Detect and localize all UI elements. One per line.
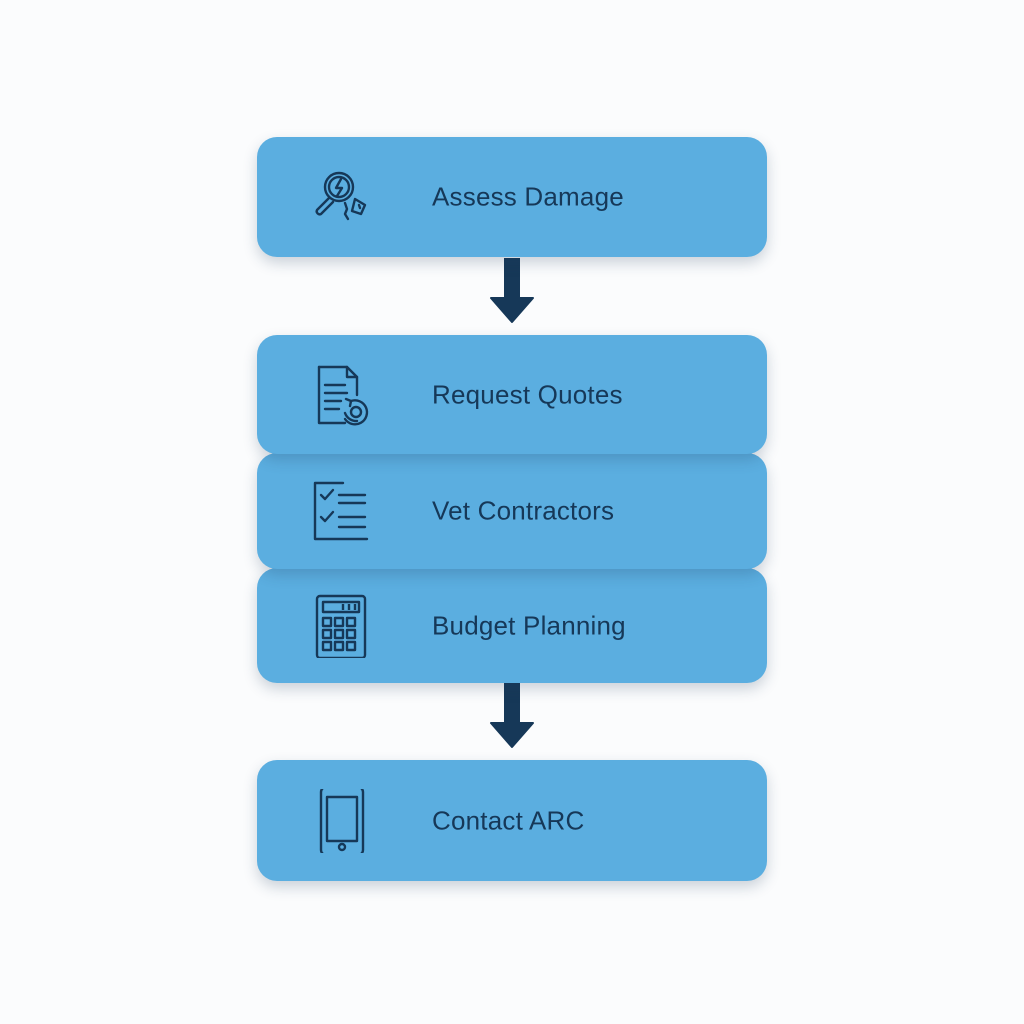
- smartphone-icon: [309, 788, 373, 853]
- step-contact-arc: Contact ARC: [257, 760, 767, 881]
- magnifier-damage-icon: [309, 165, 373, 229]
- step-label: Budget Planning: [432, 610, 626, 640]
- step-label: Assess Damage: [432, 181, 624, 212]
- step-label: Contact ARC: [432, 805, 585, 835]
- step-label: Request Quotes: [432, 379, 623, 409]
- arrow-down-icon: [489, 258, 535, 324]
- step-vet-contractors: Vet Contractors: [257, 453, 767, 569]
- step-assess-damage: Assess Damage: [257, 137, 767, 257]
- step-budget-planning: Budget Planning: [257, 568, 767, 683]
- calculator-icon: [309, 594, 373, 658]
- step-request-quotes: Request Quotes: [257, 335, 767, 454]
- checklist-icon: [309, 479, 373, 543]
- arrow-down-icon: [489, 683, 535, 749]
- step-label: Vet Contractors: [432, 495, 615, 526]
- document-refresh-icon: [309, 363, 373, 427]
